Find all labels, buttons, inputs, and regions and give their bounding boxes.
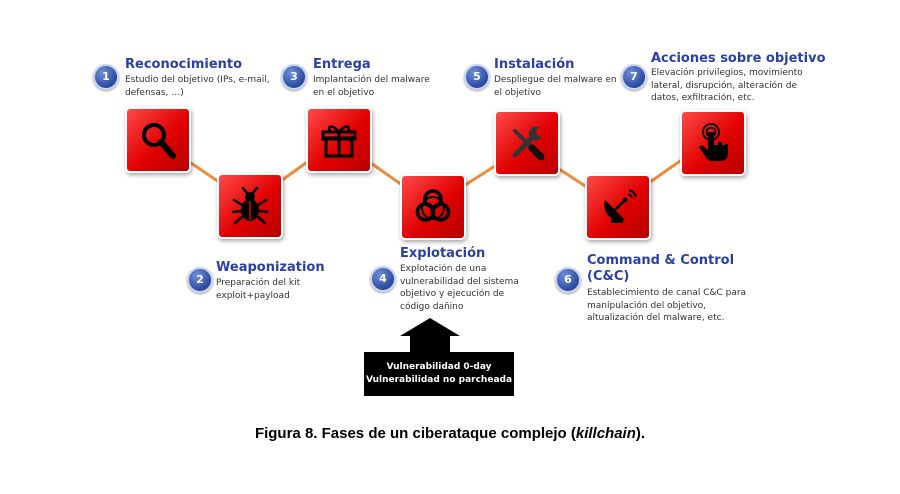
step-7-title: Acciones sobre objetivo (651, 51, 826, 66)
step-4-badge: 4 (370, 266, 396, 292)
magnifier-icon (142, 123, 176, 159)
step-5-title: Instalación (494, 57, 575, 72)
gift-icon (321, 125, 357, 158)
step-7-box (680, 110, 746, 176)
step-1-box (125, 107, 191, 173)
callout-line-1: Vulnerabilidad 0-day (386, 362, 492, 372)
callout-line-2: Vulnerabilidad no parcheada (365, 375, 513, 385)
step-6-box (585, 174, 651, 240)
biohazard-icon (415, 189, 451, 222)
tools-icon (512, 126, 545, 161)
step-5-badge: 5 (464, 64, 490, 90)
step-1-badge: 1 (93, 64, 119, 90)
step-2-badge: 2 (187, 267, 213, 293)
step-3-title: Entrega (313, 57, 371, 72)
hand-pointer-icon (699, 123, 728, 161)
bug-icon (231, 186, 269, 225)
step-2-title: Weaponization (216, 260, 325, 275)
step-4-box (400, 174, 466, 240)
step-6-title-line2: (C&C) (587, 269, 630, 284)
step-6-title: Command & Control (587, 253, 735, 268)
step-6-badge: 6 (555, 267, 581, 293)
step-2-box (217, 173, 283, 239)
step-1-title: Reconocimiento (125, 57, 243, 72)
figure-caption: Figura 8. Fases de un ciberataque comple… (254, 425, 646, 442)
step-3-box (306, 107, 372, 173)
step-7-badge: 7 (621, 64, 647, 90)
step-4-title: Explotación (400, 246, 486, 261)
step-3-badge: 3 (281, 64, 307, 90)
step-5-box (494, 110, 560, 176)
step-1-desc: Estudio del objetivo (IPs, e-mail,defens… (125, 75, 270, 98)
callout-arrow (400, 318, 460, 353)
satellite-dish-icon (604, 189, 637, 223)
vulnerability-callout: Vulnerabilidad 0-day Vulnerabilidad no p… (364, 352, 514, 396)
